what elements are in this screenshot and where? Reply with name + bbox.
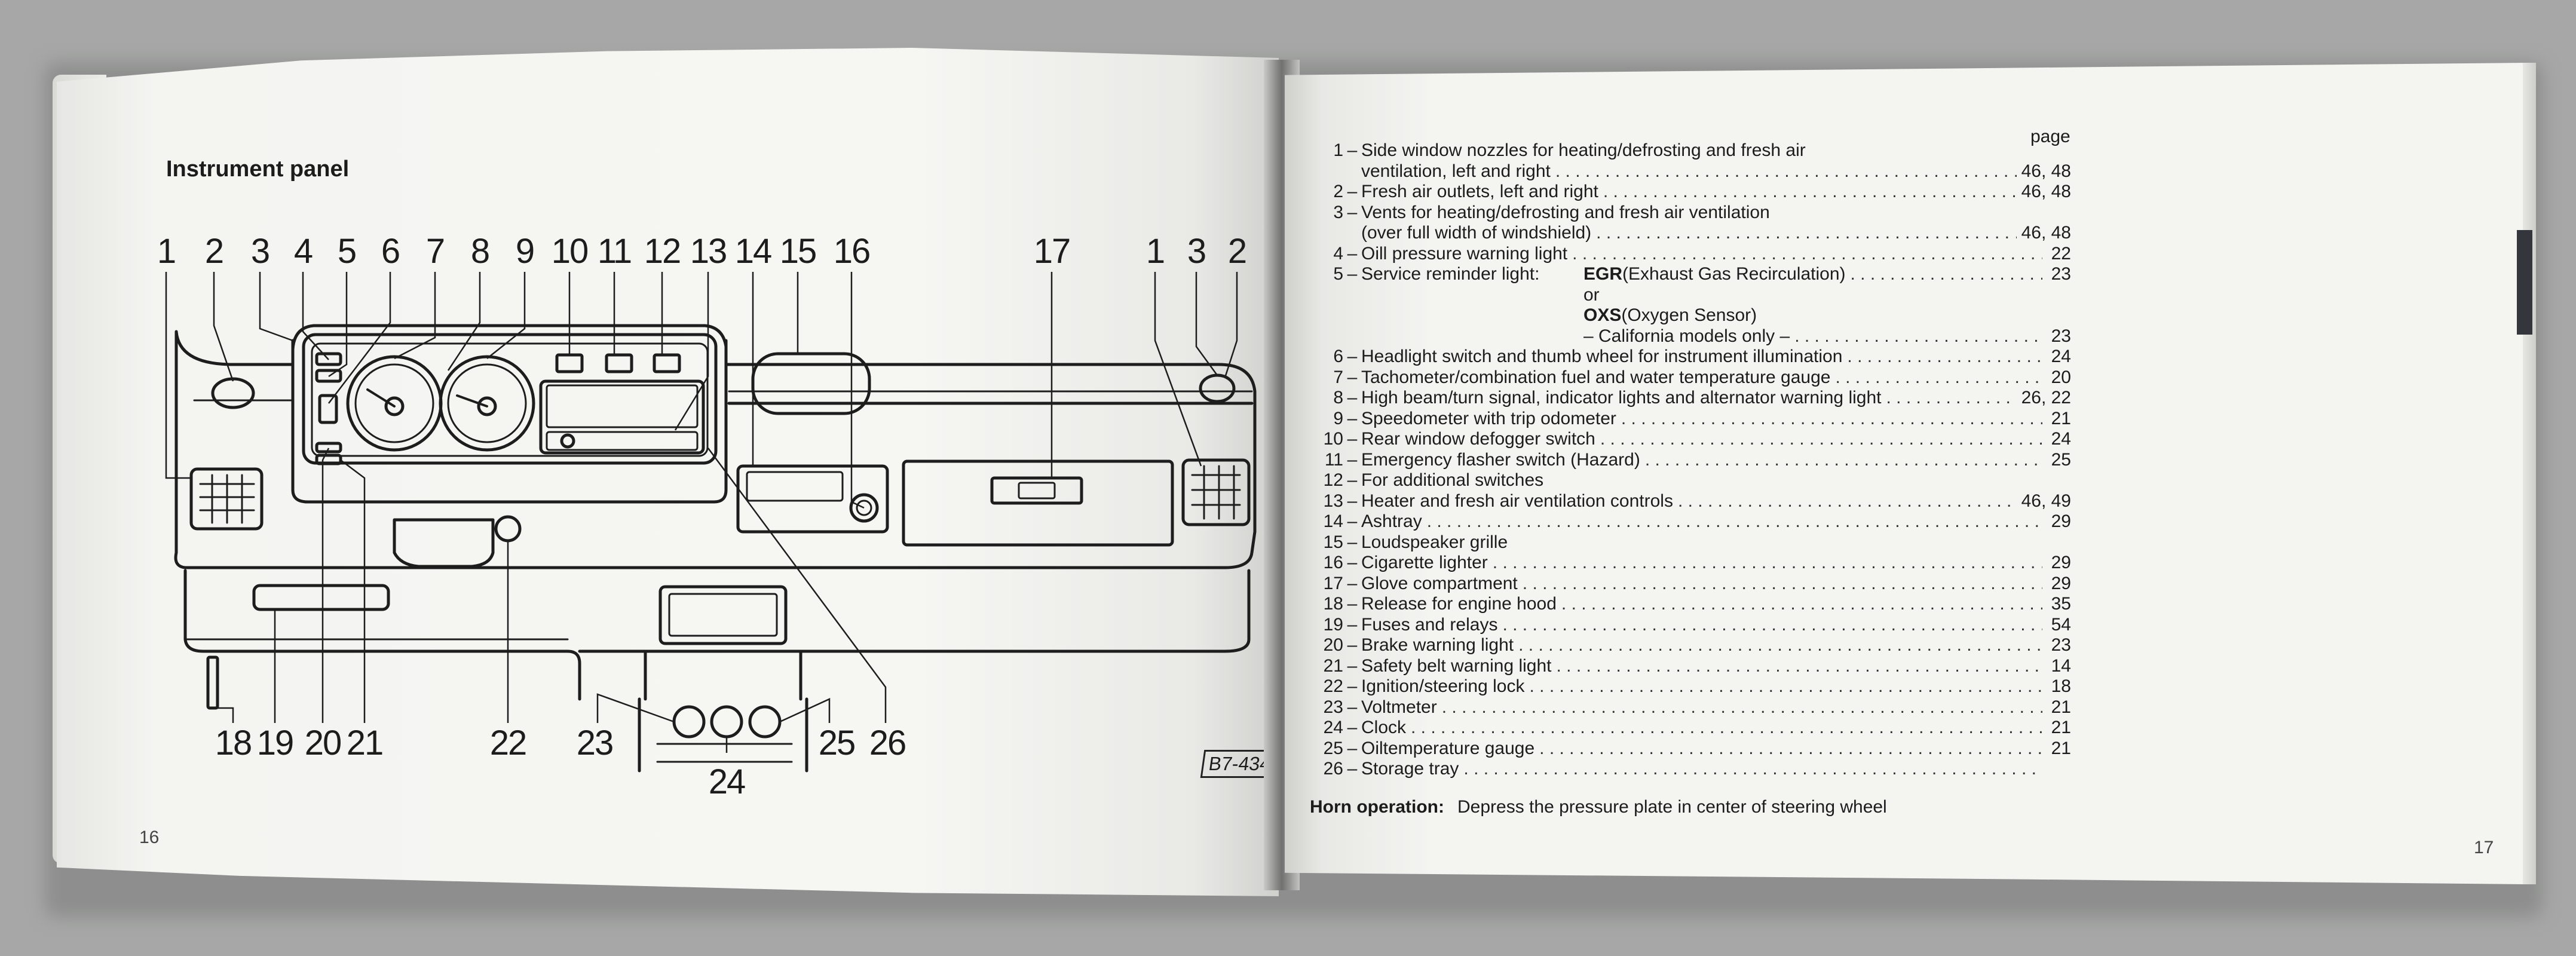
legend-list: 1–Side window nozzles for heating/defros… (1312, 140, 2071, 780)
callout-bottom-21: 21 (346, 724, 384, 762)
callout-top-7: 7 (425, 232, 445, 271)
page-number-right: 17 (2474, 838, 2494, 857)
page-heading: Instrument panel (166, 157, 350, 182)
legend-item: 20–Brake warning light23 (1312, 635, 2071, 656)
legend-item: 3–Vents for heating/defrosting and fresh… (1333, 202, 1770, 222)
legend-item: 4–Oill pressure warning light22 (1312, 244, 2071, 265)
legend-item: 2–Fresh air outlets, left and right46, 4… (1312, 182, 2071, 203)
callout-top-3: 3 (250, 232, 270, 271)
legend-item: 11–Emergency flasher switch (Hazard)25 (1312, 450, 2071, 471)
legend-item: 1–Side window nozzles for heating/defros… (1333, 140, 1806, 160)
horn-operation-label: Horn operation: (1310, 797, 1444, 817)
callout-top-13: 13 (690, 232, 727, 271)
legend-item-continued: – California models only –23 (1312, 326, 2071, 347)
callout-top-14: 14 (734, 232, 772, 271)
legend-item: 8–High beam/turn signal, indicator light… (1312, 388, 2071, 409)
instrument-panel-illustration (165, 272, 1257, 773)
legend-item: 14–Ashtray29 (1312, 511, 2071, 532)
callout-top-1-right: 1 (1145, 232, 1165, 271)
legend-item: 5–Service reminder light:EGR (Exhaust Ga… (1312, 264, 2071, 285)
legend-item: 19–Fuses and relays54 (1312, 615, 2071, 636)
callout-top-9: 9 (515, 232, 535, 271)
callout-top-2: 2 (204, 232, 224, 271)
legend-item: 24–Clock21 (1312, 718, 2071, 739)
legend-item: 6–Headlight switch and thumb wheel for i… (1312, 347, 2071, 367)
section-tab-marker (2517, 230, 2532, 335)
horn-operation-text: Depress the pressure plate in center of … (1457, 797, 1887, 817)
callout-top-11: 11 (597, 232, 632, 271)
callout-bottom-20: 20 (304, 724, 342, 762)
legend-item: 25–Oiltemperature gauge21 (1312, 739, 2071, 759)
callout-top-8: 8 (470, 232, 490, 271)
callout-bottom-25: 25 (818, 724, 856, 762)
legend-item: 21–Safety belt warning light14 (1312, 656, 2071, 677)
legend-item: 22–Ignition/steering lock18 (1312, 676, 2071, 697)
legend-item: 15–Loudspeaker grille (1323, 532, 1508, 552)
callout-top-1: 1 (157, 232, 176, 271)
legend-item: 18–Release for engine hood35 (1312, 594, 2071, 615)
right-page-edge (2523, 63, 2536, 884)
page-column-label: page (2030, 127, 2070, 146)
callout-top-6: 6 (381, 232, 400, 271)
legend-item: 9–Speedometer with trip odometer21 (1312, 409, 2071, 430)
callout-bottom-24: 24 (708, 762, 746, 801)
callout-bottom-18: 18 (215, 724, 252, 762)
legend-item: 7–Tachometer/combination fuel and water … (1312, 367, 2071, 388)
callout-bottom-22: 22 (489, 724, 527, 762)
legend-item-continued: or (1583, 284, 1600, 305)
legend-item: 13–Heater and fresh air ventilation cont… (1312, 491, 2071, 512)
callout-top-5: 5 (337, 232, 357, 271)
callout-top-16: 16 (833, 232, 871, 271)
callout-top-15: 15 (779, 232, 817, 271)
callout-top-2-right: 2 (1227, 232, 1247, 271)
callout-numbers: 1 2 3 4 5 6 7 8 9 10 11 12 13 14 15 16 1… (149, 221, 1273, 825)
legend-item-continued: OXS (Oxygen Sensor) (1583, 305, 1757, 325)
legend-item: 10–Rear window defogger switch24 (1312, 429, 2071, 450)
legend-item: 12–For additional switches (1323, 470, 1544, 490)
callout-bottom-19: 19 (256, 724, 294, 762)
callout-top-3-right: 3 (1187, 232, 1206, 271)
callout-bottom-23: 23 (576, 724, 614, 762)
callout-top-17: 17 (1033, 232, 1071, 271)
legend-item: 26–Storage tray (1312, 759, 2071, 780)
legend-item: 17–Glove compartment29 (1312, 574, 2071, 595)
legend-item-continued: (over full width of windshield)46, 48 (1312, 223, 2071, 244)
callout-bottom-26: 26 (869, 724, 906, 762)
legend-item: 23–Voltmeter21 (1312, 697, 2071, 718)
legend-item: 16–Cigarette lighter29 (1312, 553, 2071, 574)
horn-operation-note: Horn operation: Depress the pressure plat… (1310, 797, 1887, 817)
page-number-left: 16 (139, 828, 160, 847)
callout-top-12: 12 (644, 232, 681, 271)
legend-item-continued: ventilation, left and right46, 48 (1312, 161, 2071, 182)
callout-top-10: 10 (551, 232, 589, 271)
callout-top-4: 4 (293, 232, 313, 271)
